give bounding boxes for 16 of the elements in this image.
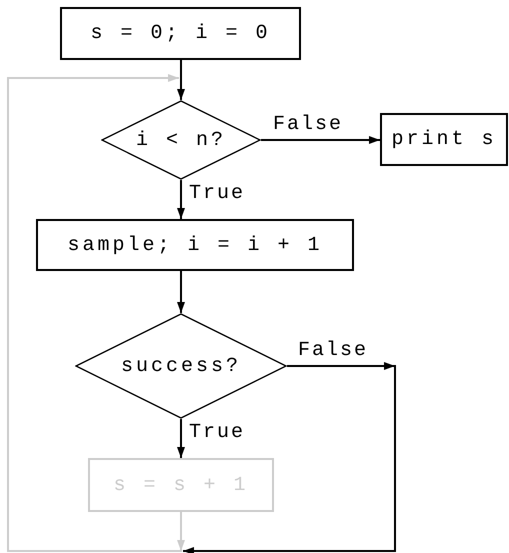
- edge-label: False: [273, 113, 344, 136]
- edge-label: True: [189, 182, 246, 205]
- edge-label: True: [189, 421, 246, 444]
- arrow: [261, 136, 380, 144]
- arrow: [7, 74, 185, 552]
- condition-text: success?: [120, 354, 241, 378]
- condition-text: i < n?: [136, 128, 226, 152]
- process-box: print s: [380, 113, 508, 166]
- arrow: [177, 180, 185, 219]
- arrow: [177, 271, 185, 313]
- arrow: [183, 362, 396, 553]
- process-box: sample; i = i + 1: [36, 219, 354, 271]
- arrow: [177, 419, 185, 458]
- process-box: s = 0; i = 0: [60, 7, 301, 60]
- arrow: [177, 60, 185, 100]
- edge-label: False: [298, 339, 368, 362]
